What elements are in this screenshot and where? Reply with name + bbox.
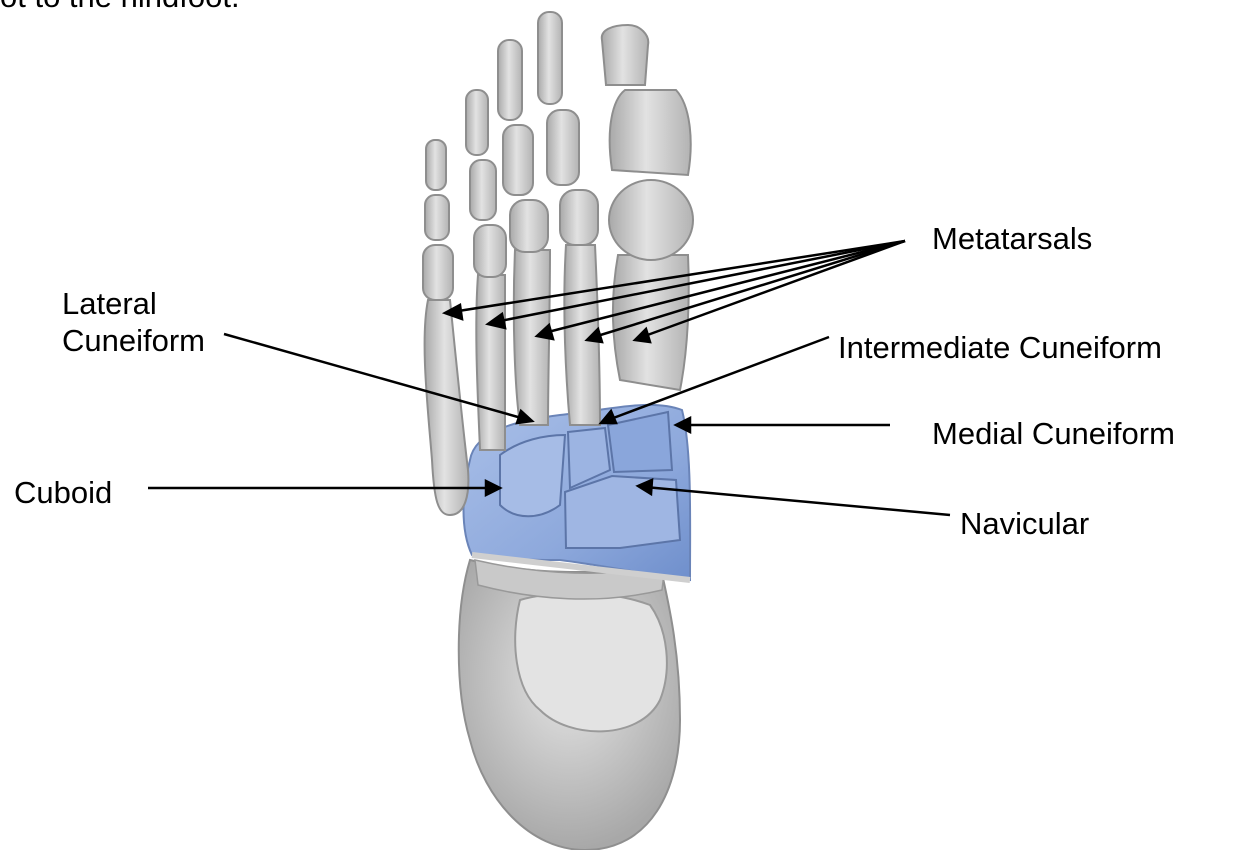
fourth-ray-bones (466, 90, 506, 450)
label-medial-cuneiform: Medial Cuneiform (932, 415, 1175, 452)
label-navicular: Navicular (960, 505, 1089, 542)
label-lateral-cuneiform: Lateral Cuneiform (62, 285, 205, 359)
label-lateral-cuneiform-line1: Lateral (62, 285, 205, 322)
label-intermediate-cuneiform: Intermediate Cuneiform (838, 329, 1162, 366)
header-text-fragment: ot to the hindfoot. (0, 0, 240, 15)
hindfoot-bones (459, 560, 680, 850)
label-metatarsals: Metatarsals (932, 220, 1092, 257)
label-cuboid: Cuboid (14, 474, 112, 511)
label-lateral-cuneiform-line2: Cuneiform (62, 322, 205, 359)
fifth-ray-bones (423, 140, 468, 515)
